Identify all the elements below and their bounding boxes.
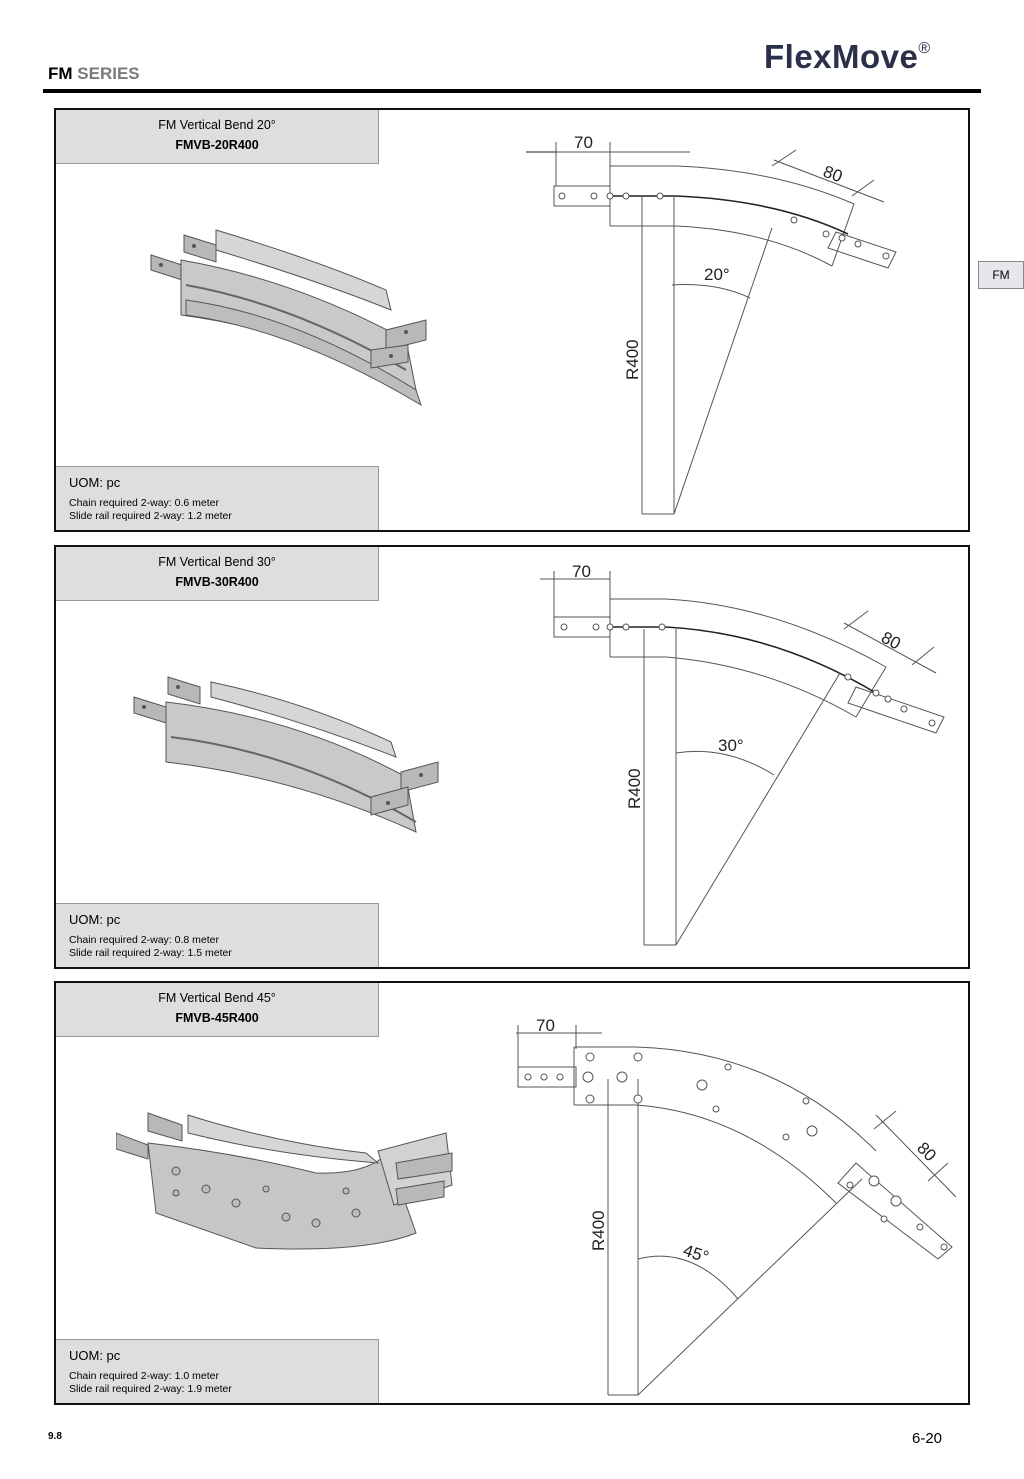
product-title: FM Vertical Bend 30° xyxy=(158,555,276,569)
slide-rail-required-text: Slide rail required 2-way: 1.9 meter xyxy=(69,1383,232,1395)
product-photo xyxy=(150,229,427,407)
series-title-bold: FM xyxy=(48,64,73,83)
product-title-box: FM Vertical Bend 30° FMVB-30R400 xyxy=(56,547,379,601)
dim-angle-label: 45° xyxy=(681,1241,711,1267)
dim-radius-label: R400 xyxy=(623,339,642,380)
dim-radius-label: R400 xyxy=(589,1210,608,1251)
dim-width-label: 70 xyxy=(536,1016,555,1035)
product-info-box: UOM: pc Chain required 2-way: 1.0 meter … xyxy=(56,1339,379,1403)
dimension-drawing: 70 80 20° R400 xyxy=(526,133,897,515)
dim-width-label: 70 xyxy=(572,562,591,581)
product-info-box: UOM: pc Chain required 2-way: 0.8 meter … xyxy=(56,903,379,967)
series-title-rest: SERIES xyxy=(77,64,140,83)
product-photo xyxy=(133,676,439,833)
dim-angle-label: 30° xyxy=(718,736,744,755)
product-title-box: FM Vertical Bend 45° FMVB-45R400 xyxy=(56,983,379,1037)
dim-angle-label: 20° xyxy=(704,265,730,284)
product-code: FMVB-30R400 xyxy=(175,575,259,589)
product-info-box: UOM: pc Chain required 2-way: 0.6 meter … xyxy=(56,466,379,530)
slide-rail-required-text: Slide rail required 2-way: 1.5 meter xyxy=(69,947,232,959)
dim-width-label: 70 xyxy=(574,133,593,152)
product-panel-30: FM Vertical Bend 30° FMVB-30R400 xyxy=(54,545,970,969)
product-code: FMVB-20R400 xyxy=(175,138,259,152)
product-title: FM Vertical Bend 20° xyxy=(158,118,276,132)
header-rule xyxy=(43,89,981,93)
dim-end-label: 80 xyxy=(878,628,904,654)
side-tab-fm[interactable]: FM xyxy=(978,261,1024,289)
registered-mark: ® xyxy=(918,40,931,57)
series-title: FM SERIES xyxy=(48,64,140,84)
chain-required-text: Chain required 2-way: 0.8 meter xyxy=(69,934,219,946)
uom-text: UOM: pc xyxy=(69,912,121,927)
footer-version: 9.8 xyxy=(48,1431,62,1442)
product-panel-20: FM Vertical Bend 20° FMVB-20R400 xyxy=(54,108,970,532)
uom-text: UOM: pc xyxy=(69,475,121,490)
slide-rail-required-text: Slide rail required 2-way: 1.2 meter xyxy=(69,510,232,522)
uom-text: UOM: pc xyxy=(69,1348,121,1363)
product-code: FMVB-45R400 xyxy=(175,1011,259,1025)
brand-name: FlexMove xyxy=(764,38,919,75)
chain-required-text: Chain required 2-way: 1.0 meter xyxy=(69,1370,219,1382)
product-title: FM Vertical Bend 45° xyxy=(158,991,276,1005)
dim-end-label: 80 xyxy=(913,1138,940,1165)
dim-end-label: 80 xyxy=(821,162,845,186)
chain-required-text: Chain required 2-way: 0.6 meter xyxy=(69,497,219,509)
dimension-drawing: 70 80 45° R400 xyxy=(516,1016,956,1396)
brand-logo: FlexMove® xyxy=(764,38,931,76)
dim-radius-label: R400 xyxy=(625,768,644,809)
product-panel-45: FM Vertical Bend 45° FMVB-45R400 xyxy=(54,981,970,1405)
dimension-drawing: 70 80 30° R400 xyxy=(540,562,945,946)
product-photo xyxy=(116,1112,453,1250)
product-title-box: FM Vertical Bend 20° FMVB-20R400 xyxy=(56,110,379,164)
page-number: 6-20 xyxy=(912,1430,943,1447)
